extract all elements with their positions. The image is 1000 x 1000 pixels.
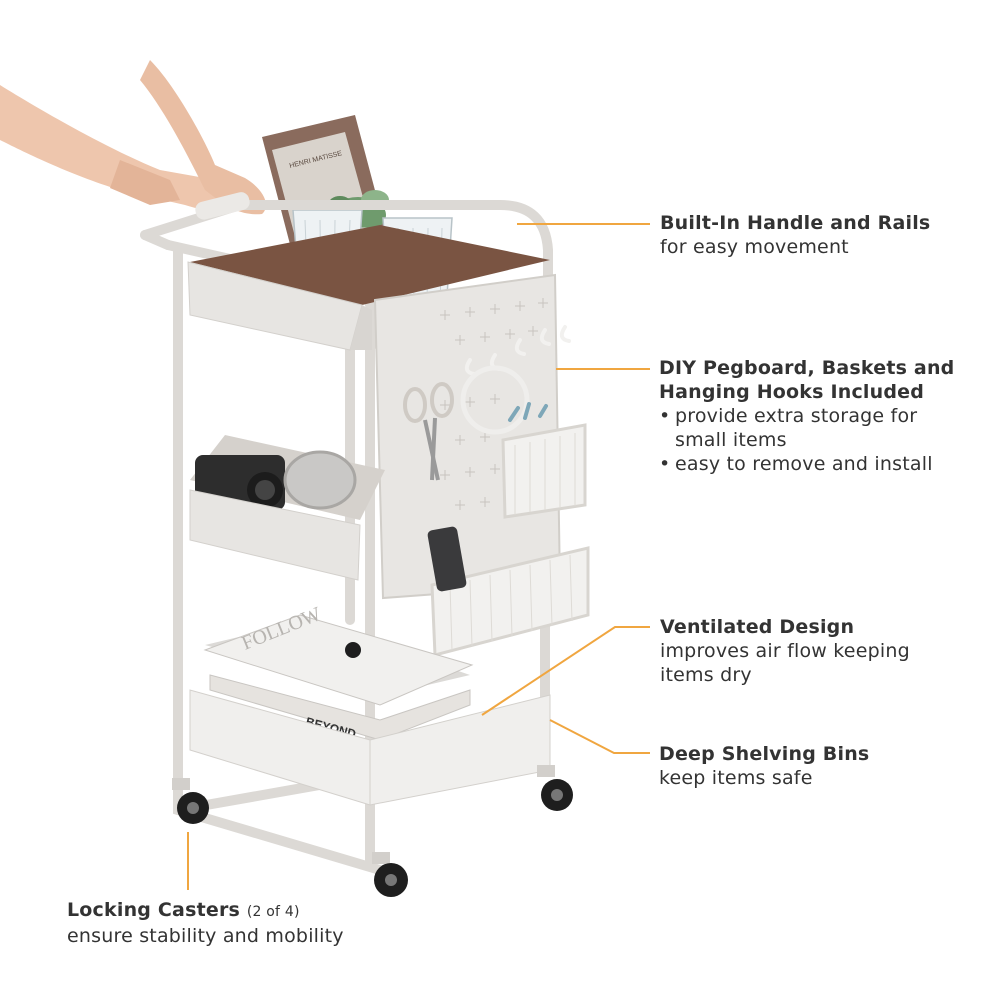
mesh-baskets bbox=[427, 402, 590, 657]
callout-title-row: Locking Casters (2 of 4) bbox=[67, 898, 344, 924]
callout-bins: Deep Shelving Bins keep items safe bbox=[659, 742, 869, 790]
feature-bullets: provide extra storage for small items ea… bbox=[659, 404, 959, 476]
leader-lines bbox=[187, 223, 650, 890]
callout-description: keep items safe bbox=[659, 767, 813, 789]
cable-coil bbox=[460, 365, 530, 435]
callout-title: Ventilated Design bbox=[660, 616, 855, 638]
callout-description: ensure stability and mobility bbox=[67, 925, 344, 947]
callout-title: Built-In Handle and Rails bbox=[660, 212, 931, 234]
callout-description: for easy movement bbox=[660, 236, 849, 258]
handle-grip bbox=[195, 192, 250, 220]
pegboard bbox=[373, 273, 571, 600]
callout-handle: Built-In Handle and Rails for easy movem… bbox=[660, 211, 930, 259]
middle-shelf bbox=[189, 435, 385, 581]
top-shelf bbox=[187, 225, 550, 351]
casters bbox=[172, 642, 573, 897]
callout-title: Locking Casters bbox=[67, 899, 241, 921]
callout-pegboard: DIY Pegboard, Baskets and Hanging Hooks … bbox=[659, 356, 959, 476]
bottom-shelf: FOLLOW BEYOND bbox=[189, 603, 551, 806]
callout-title: Deep Shelving Bins bbox=[659, 743, 870, 765]
callout-title-line1: DIY Pegboard, Baskets and bbox=[659, 357, 955, 379]
bullet-item: easy to remove and install bbox=[659, 452, 959, 476]
callout-description-line1: improves air flow keeping bbox=[660, 640, 910, 662]
scissors bbox=[403, 382, 454, 481]
callout-ventilated: Ventilated Design improves air flow keep… bbox=[660, 615, 910, 687]
leader-ventilated bbox=[481, 626, 650, 716]
callout-note: (2 of 4) bbox=[246, 904, 300, 920]
bullet-item: provide extra storage for small items bbox=[659, 404, 959, 452]
callout-title-line2: Hanging Hooks Included bbox=[659, 381, 925, 403]
callout-description-line2: items dry bbox=[660, 664, 752, 686]
phone bbox=[427, 526, 467, 592]
leader-bins bbox=[549, 719, 650, 754]
callout-casters: Locking Casters (2 of 4) ensure stabilit… bbox=[67, 898, 344, 948]
hands bbox=[0, 60, 266, 215]
